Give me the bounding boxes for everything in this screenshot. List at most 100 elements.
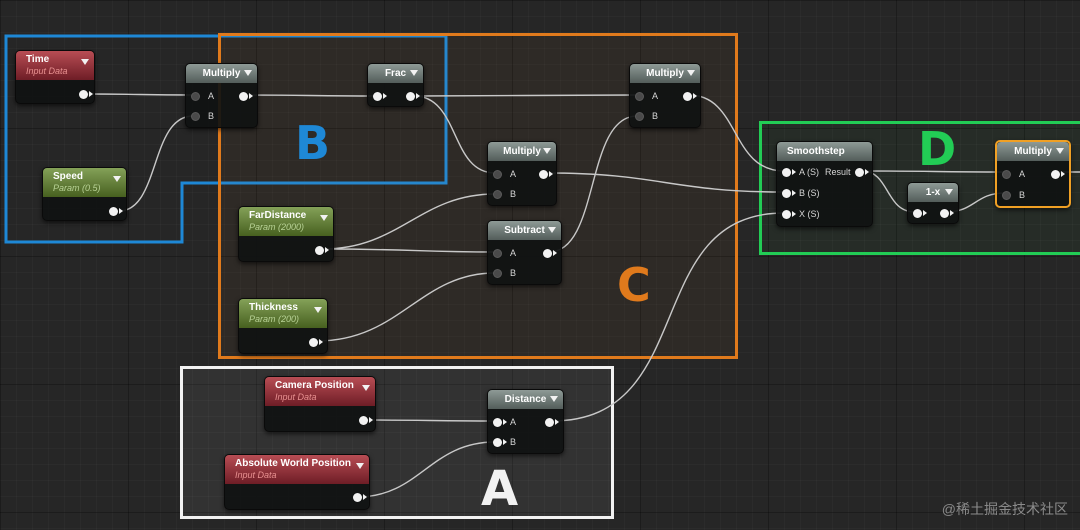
multiply-node-2-title: Multiply	[646, 68, 684, 79]
exec-arrow-icon	[950, 210, 954, 216]
chevron-down-icon[interactable]	[543, 148, 551, 154]
output-pin[interactable]	[109, 207, 118, 216]
camera-position-node[interactable]: Camera Position Input Data	[264, 376, 376, 432]
output-pin[interactable]	[683, 92, 692, 101]
output-pin[interactable]	[545, 418, 554, 427]
frac-node[interactable]: Frac	[367, 63, 424, 107]
pin-label-b: B	[510, 189, 517, 199]
pin-label-b: B	[652, 111, 659, 121]
chevron-down-icon[interactable]	[362, 385, 370, 391]
chevron-down-icon[interactable]	[356, 463, 364, 469]
output-pin[interactable]	[359, 416, 368, 425]
input-pin-x[interactable]	[782, 210, 791, 219]
watermark: @稀土掘金技术社区	[941, 501, 1068, 517]
input-pin-b[interactable]	[782, 189, 791, 198]
chevron-down-icon[interactable]	[320, 215, 328, 221]
multiply-node-2-header: Multiply	[630, 64, 700, 83]
multiply-node-3-title: Multiply	[503, 146, 541, 157]
exec-arrow-icon	[555, 419, 559, 425]
exec-arrow-icon	[503, 419, 507, 425]
pin-label-a: A	[652, 91, 659, 101]
chevron-down-icon[interactable]	[244, 70, 252, 76]
chevron-down-icon[interactable]	[548, 227, 556, 233]
thickness-node[interactable]: Thickness Param (200)	[238, 298, 328, 354]
output-pin[interactable]	[543, 249, 552, 258]
exec-arrow-icon	[792, 190, 796, 196]
output-pin[interactable]	[239, 92, 248, 101]
input-pin-a[interactable]	[493, 418, 502, 427]
far-distance-node-subtitle: Param (2000)	[249, 222, 305, 232]
subtract-node-header: Subtract	[488, 221, 561, 240]
exec-arrow-icon	[792, 211, 796, 217]
absolute-world-position-node-header: Absolute World Position Input Data	[225, 455, 369, 484]
exec-arrow-icon	[503, 439, 507, 445]
chevron-down-icon[interactable]	[314, 307, 322, 313]
exec-arrow-icon	[369, 417, 373, 423]
output-pin[interactable]	[406, 92, 415, 101]
multiply-node-1[interactable]: Multiply A B	[185, 63, 258, 128]
input-pin-b[interactable]	[493, 269, 502, 278]
chevron-down-icon[interactable]	[410, 70, 418, 76]
output-pin[interactable]	[539, 170, 548, 179]
speed-node-header: Speed Param (0.5)	[43, 168, 126, 197]
input-pin-a[interactable]	[191, 92, 200, 101]
thickness-node-subtitle: Param (200)	[249, 314, 300, 324]
pin-label-b: B	[510, 268, 517, 278]
exec-arrow-icon	[792, 169, 796, 175]
chevron-down-icon[interactable]	[113, 176, 121, 182]
frac-node-title: Frac	[384, 68, 407, 79]
absolute-world-position-node[interactable]: Absolute World Position Input Data	[224, 454, 370, 510]
one-minus-x-node[interactable]: 1-x	[907, 182, 959, 224]
far-distance-node[interactable]: FarDistance Param (2000)	[238, 206, 334, 262]
input-pin-b[interactable]	[635, 112, 644, 121]
input-pin-b[interactable]	[493, 438, 502, 447]
chevron-down-icon[interactable]	[687, 70, 695, 76]
one-minus-x-node-title: 1-x	[925, 187, 941, 198]
input-pin-a[interactable]	[635, 92, 644, 101]
multiply-node-4[interactable]: Multiply A B	[995, 140, 1071, 208]
camera-position-node-subtitle: Input Data	[275, 392, 317, 402]
chevron-down-icon[interactable]	[550, 396, 558, 402]
thickness-node-title: Thickness	[249, 302, 298, 313]
exec-arrow-icon	[119, 208, 123, 214]
time-node[interactable]: Time Input Data	[15, 50, 95, 104]
multiply-node-1-header: Multiply	[186, 64, 257, 83]
exec-arrow-icon	[416, 93, 420, 99]
output-pin[interactable]	[940, 209, 949, 218]
time-node-subtitle: Input Data	[26, 66, 68, 76]
smoothstep-node-title: Smoothstep	[787, 146, 845, 157]
subtract-node[interactable]: Subtract A B	[487, 220, 562, 285]
input-pin-b[interactable]	[191, 112, 200, 121]
thickness-node-header: Thickness Param (200)	[239, 299, 327, 328]
input-pin-a[interactable]	[1002, 170, 1011, 179]
input-pin-a[interactable]	[493, 170, 502, 179]
exec-arrow-icon	[923, 210, 927, 216]
multiply-node-3[interactable]: Multiply A B	[487, 141, 557, 206]
pin-label-a: A (S)	[799, 167, 820, 177]
input-pin[interactable]	[373, 92, 382, 101]
input-pin[interactable]	[913, 209, 922, 218]
frac-node-header: Frac	[368, 64, 423, 83]
multiply-node-2[interactable]: Multiply A B	[629, 63, 701, 128]
chevron-down-icon[interactable]	[945, 189, 953, 195]
output-pin[interactable]	[353, 493, 362, 502]
chevron-down-icon[interactable]	[1056, 148, 1064, 154]
smoothstep-node[interactable]: Smoothstep A (S) Result B (S) X (S)	[776, 141, 873, 227]
output-pin[interactable]	[855, 168, 864, 177]
input-pin-b[interactable]	[493, 190, 502, 199]
far-distance-node-header: FarDistance Param (2000)	[239, 207, 333, 236]
chevron-down-icon[interactable]	[81, 59, 89, 65]
absolute-world-position-node-subtitle: Input Data	[235, 470, 277, 480]
input-pin-a[interactable]	[782, 168, 791, 177]
output-pin[interactable]	[1051, 170, 1060, 179]
input-pin-b[interactable]	[1002, 191, 1011, 200]
output-pin[interactable]	[79, 90, 88, 99]
output-pin[interactable]	[309, 338, 318, 347]
output-pin[interactable]	[315, 246, 324, 255]
distance-node[interactable]: Distance A B	[487, 389, 564, 454]
exec-arrow-icon	[363, 494, 367, 500]
input-pin-a[interactable]	[493, 249, 502, 258]
speed-node[interactable]: Speed Param (0.5)	[42, 167, 127, 221]
exec-arrow-icon	[549, 171, 553, 177]
group-a-label: A	[481, 461, 519, 517]
